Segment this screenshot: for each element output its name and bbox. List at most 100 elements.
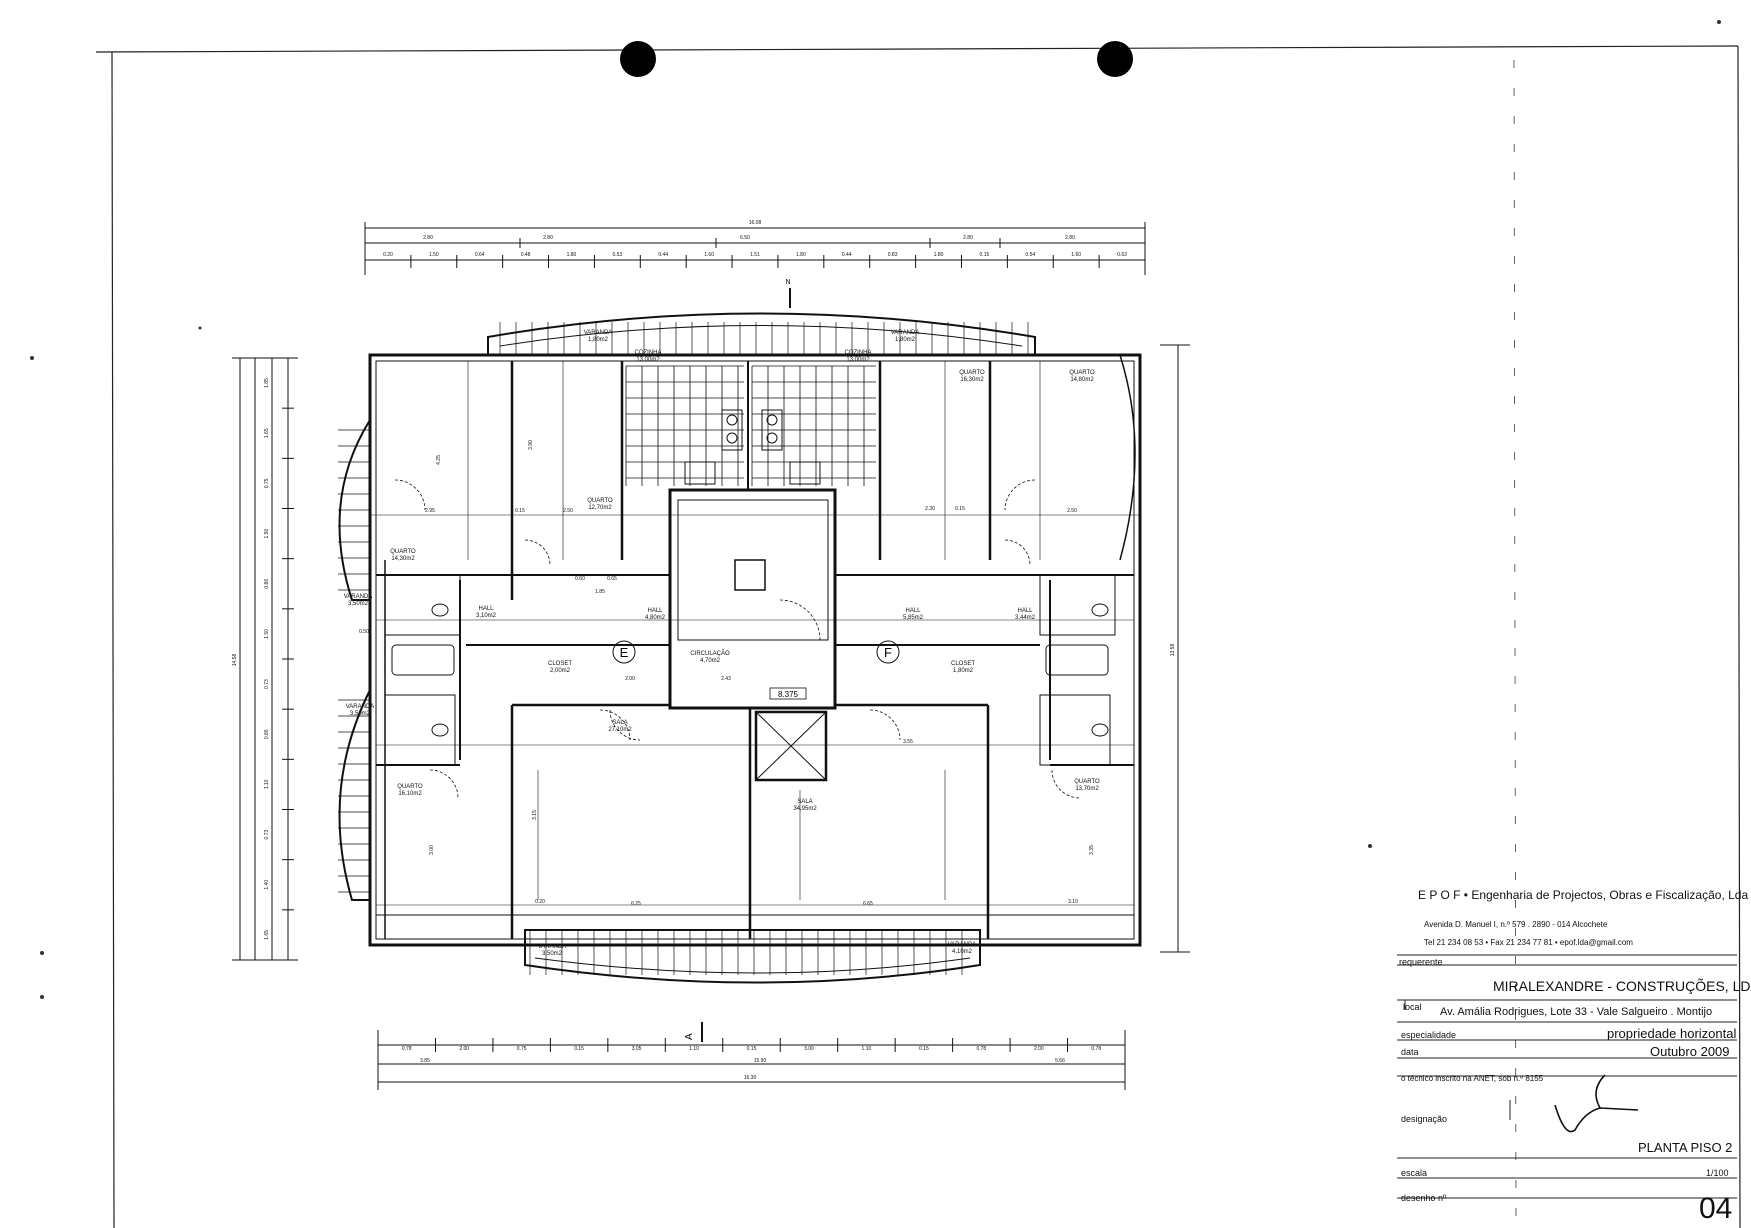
signature: [1554, 1074, 1639, 1133]
room-name: QUARTO: [390, 549, 416, 555]
especialidade-label: especialidade: [1401, 1030, 1457, 1040]
unit-f-label: F: [884, 645, 892, 660]
dim-top-row3: 1.80: [796, 252, 806, 258]
doors: [394, 479, 1081, 799]
dim-bottom-row2: 15.90: [754, 1058, 767, 1064]
room-name: SALA: [612, 720, 627, 726]
desenho-label: desenho nº: [1401, 1193, 1447, 1203]
dim-interior: 3.35: [1089, 845, 1095, 855]
dim-interior: 6.25: [631, 901, 641, 907]
room-area: 3,44m2: [1015, 615, 1036, 621]
room-area: 13,70m2: [1075, 786, 1099, 792]
room-name: VARANDA: [891, 330, 920, 336]
dim-top-row3: 1.50: [429, 252, 439, 258]
dim-interior: 2.43: [721, 676, 731, 682]
punch-hole-left: [620, 41, 656, 77]
escala-label: escala: [1401, 1168, 1428, 1178]
room-labels: VARANDA1,80m2COZINHA13,00m2COZINHA13,00m…: [344, 330, 1100, 957]
dim-interior: 2.95: [425, 508, 435, 514]
dim-interior: 0.20: [535, 899, 545, 905]
left-dimension-chain: [232, 357, 298, 961]
room-name: SALA: [797, 799, 812, 805]
dim-bottom-row1: 1.10: [862, 1046, 872, 1052]
room-name: VARANDA: [344, 594, 373, 600]
dim-interior: 0.15: [515, 508, 525, 514]
designacao-value: PLANTA PISO 2: [1638, 1140, 1733, 1155]
dim-interior: 6.65: [863, 901, 873, 907]
room-name: HALL: [478, 606, 494, 612]
internal-dimension-lines: [370, 361, 1140, 906]
balcony-tiling: [338, 322, 1029, 975]
room-area: 12,70m2: [588, 505, 612, 511]
dim-top-row3: 0.48: [521, 252, 531, 258]
dim-interior: 1.85: [595, 589, 605, 595]
right-dimension-chain: [1160, 344, 1190, 953]
top-dimension-chain: [364, 222, 1146, 275]
dim-left-part: 0.73: [264, 679, 270, 689]
dim-left-overall: 14.58: [232, 654, 238, 667]
dim-interior: 0.60: [575, 576, 585, 582]
room-name: VARANDA: [538, 944, 567, 950]
level-marker: 8.375: [778, 690, 799, 699]
dim-top-row3: 0.64: [475, 252, 485, 258]
room-name: QUARTO: [397, 784, 423, 790]
local-label: local: [1403, 1002, 1422, 1012]
dim-interior: 2.50: [1067, 508, 1077, 514]
kitchen-tiling: [625, 365, 876, 486]
desenho-number: 04: [1699, 1192, 1733, 1225]
dim-bottom-row2: 5.66: [1055, 1058, 1065, 1064]
room-area: 14,30m2: [391, 556, 415, 562]
dim-bottom-row1: 0.75: [517, 1046, 527, 1052]
local-value: Av. Amália Rodrigues, Lote 33 - Vale Sal…: [1440, 1006, 1713, 1018]
dim-left-part: 1.40: [264, 880, 270, 890]
dim-bottom-row2: 3.85: [420, 1058, 430, 1064]
title-block-lines: [1397, 954, 1737, 1199]
dim-bottom-row1: 0.78: [402, 1046, 412, 1052]
stray-marks: [30, 20, 1721, 999]
dim-interior: 3.00: [429, 845, 435, 855]
room-name: HALL: [1017, 608, 1033, 614]
room-name: VARANDA: [346, 704, 375, 710]
address-line: Avenida D. Manuel I, n.º 579 . 2890 - 01…: [1424, 920, 1608, 929]
dim-bottom-row1: 0.78: [976, 1046, 986, 1052]
dim-top-row3: 0.53: [612, 252, 622, 258]
dim-top-row3: 0.83: [888, 252, 898, 258]
dim-top-row3: 0.54: [1025, 252, 1035, 258]
room-area: 16,30m2: [960, 377, 984, 383]
room-name: CIRCULAÇÃO: [690, 650, 730, 657]
room-area: 4,80m2: [645, 615, 666, 621]
sheet-frame: [95, 45, 1741, 1228]
room-name: COZINHA: [635, 350, 662, 356]
room-area: 5,85m2: [903, 615, 924, 621]
dim-bottom-row1: 3.00: [804, 1046, 814, 1052]
room-area: 14,80m2: [1070, 377, 1094, 383]
dim-top-row2: 2.80: [1065, 235, 1075, 241]
north-label: N: [785, 279, 790, 286]
room-area: 34,95m2: [793, 806, 817, 812]
dim-top-overall: 16.08: [749, 220, 762, 226]
room-area: 1,80m2: [588, 337, 609, 343]
room-name: CLOSET: [548, 661, 572, 667]
designacao-label: designação: [1401, 1114, 1448, 1124]
dim-left-part: 1.50: [264, 629, 270, 639]
dim-top-row3: 1.60: [1071, 252, 1081, 258]
contact-line: Tel 21 234 08 53 • Fax 21 234 77 81 • ep…: [1424, 938, 1633, 947]
data-label: data: [1401, 1047, 1419, 1057]
bottom-dimension-chain: [377, 1030, 1126, 1090]
dim-top-row3: 0.44: [658, 252, 668, 258]
room-name: COZINHA: [845, 350, 872, 356]
room-name: QUARTO: [1074, 779, 1100, 785]
dim-interior: 3.15: [532, 810, 538, 820]
punch-hole-right: [1097, 41, 1133, 77]
dim-right-overall: 13.58: [1170, 644, 1176, 657]
dim-interior: 2.30: [925, 506, 935, 512]
dim-left-part: 1.65: [264, 930, 270, 940]
room-area: 2,00m2: [550, 668, 571, 674]
dim-bottom-row1: 3.05: [632, 1046, 642, 1052]
especialidade-value: propriedade horizontal: [1607, 1026, 1737, 1041]
unit-marker-e: [612, 640, 636, 664]
room-name: HALL: [905, 608, 921, 614]
dim-bottom-row1: 2.00: [459, 1046, 469, 1052]
